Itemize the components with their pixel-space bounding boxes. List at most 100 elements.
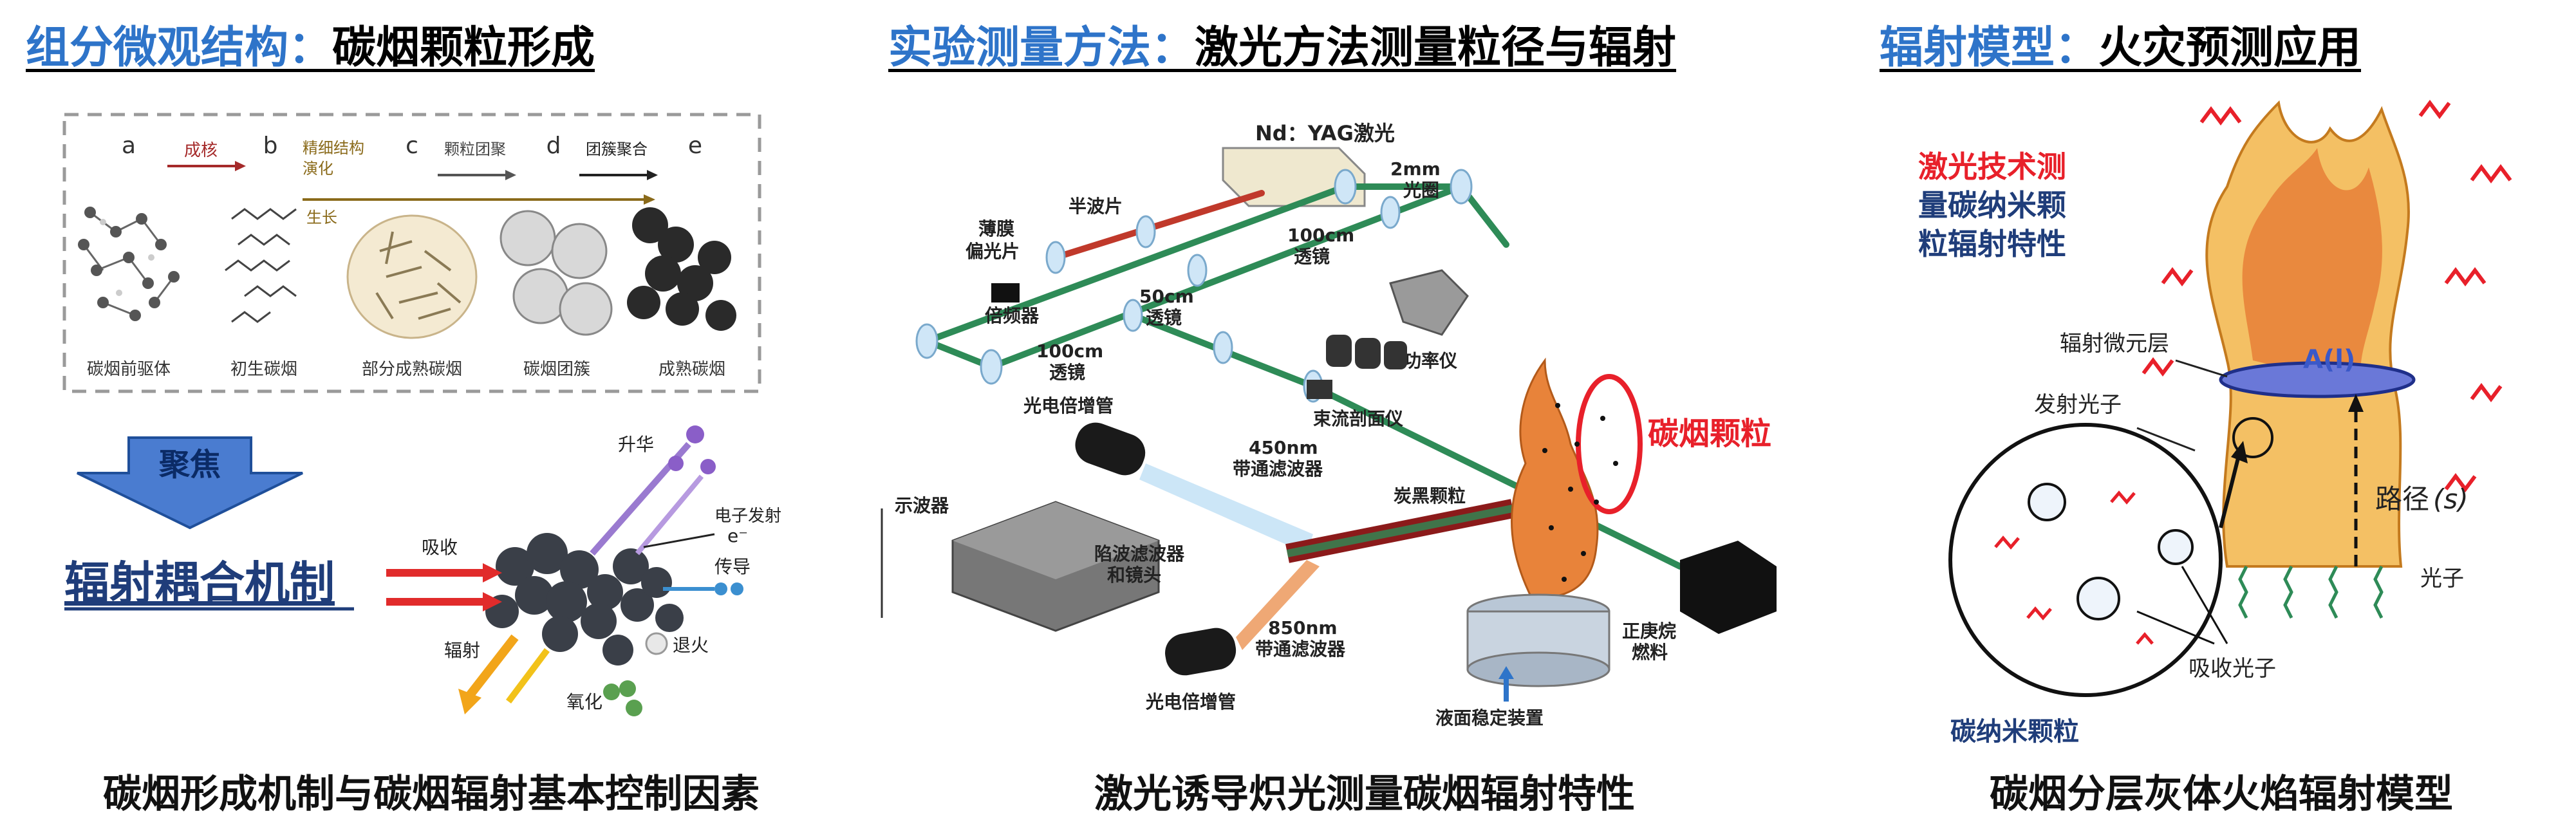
beam-profiler bbox=[1307, 335, 1407, 399]
lens-50cm-label-2: 透镜 bbox=[1146, 307, 1182, 328]
sublimation-path bbox=[590, 425, 716, 556]
path-symbol: (s) bbox=[2433, 483, 2469, 515]
emitted-radiation-waves bbox=[2142, 100, 2512, 492]
path-arrowhead bbox=[2348, 394, 2364, 412]
stage-name-precursor: 碳烟前驱体 bbox=[87, 360, 171, 379]
oscilloscope-top bbox=[953, 502, 1159, 579]
nascent-soot-illustration bbox=[225, 208, 297, 323]
agglomeration-label: 颗粒团聚 bbox=[444, 140, 506, 158]
frequency-doubler bbox=[991, 283, 1020, 303]
sample-region-circle bbox=[2232, 417, 2273, 458]
carbon-black-label: 炭黑颗粒 bbox=[1394, 485, 1466, 507]
conduction-label: 传导 bbox=[714, 556, 751, 577]
nanoparticle-label: 碳纳米颗粒 bbox=[1950, 717, 2079, 747]
filter-450-label-2: 带通滤波器 bbox=[1233, 458, 1323, 480]
aperture-label: 光圈 bbox=[1403, 180, 1439, 201]
annealing-sphere bbox=[645, 632, 668, 655]
photon-label: 光子 bbox=[2420, 566, 2464, 591]
filter-850-label-2: 带通滤波器 bbox=[1255, 638, 1346, 660]
beam-dump bbox=[1680, 541, 1777, 634]
note-line-2: 量碳纳米颗 bbox=[1918, 188, 2066, 223]
stage-letter-c: c bbox=[406, 133, 418, 159]
frequency-doubler-label: 倍频器 bbox=[985, 305, 1040, 326]
emitted-photon-label: 发射光子 bbox=[2034, 392, 2122, 418]
radiation-coupling-mechanism: 辐射耦合机制 bbox=[64, 557, 335, 610]
path-label: 路径 bbox=[2375, 483, 2429, 515]
note-line-3: 粒辐射特性 bbox=[1918, 227, 2066, 261]
mature-soot-illustration bbox=[627, 207, 736, 331]
focus-arrow bbox=[77, 436, 303, 530]
area-symbol: A(l) bbox=[2303, 345, 2355, 375]
filter-450-label-1: 450nm bbox=[1249, 437, 1318, 458]
notch-filter-label-2: 和镜头 bbox=[1107, 564, 1161, 586]
panel-soot-formation: 组分微观结构：碳烟颗粒形成 a b c d e 成核 精细结构 演化 颗粒团聚 … bbox=[0, 0, 863, 838]
radiation-arrows bbox=[458, 634, 550, 714]
absorbed-photon-pointer-2 bbox=[2181, 566, 2228, 644]
lens-100cm-a-label-1: 100cm bbox=[1287, 225, 1354, 246]
pmt-top-light-cone bbox=[1139, 463, 1313, 554]
filter-850-label-1: 850nm bbox=[1268, 617, 1338, 638]
fuel-label-2: 燃料 bbox=[1632, 642, 1668, 663]
panel2-caption: 激光诱导炽光测量碳烟辐射特性 bbox=[1094, 772, 1635, 817]
beam-profiler-label: 束流剖面仪 bbox=[1313, 408, 1404, 429]
soot-clusters-illustration bbox=[499, 210, 613, 336]
note-line-1: 激光技术测 bbox=[1918, 149, 2066, 184]
micro-layer-label: 辐射微元层 bbox=[2060, 331, 2169, 357]
lens-50cm-label-1: 50cm bbox=[1139, 286, 1194, 307]
nucleation-arrowhead bbox=[235, 161, 246, 171]
laser-setup-diagram: Nd：YAG激光 2mm 光圈 半波片 薄膜 偏光片 100cm 透镜 bbox=[881, 121, 1777, 729]
growth-arrowhead bbox=[644, 194, 655, 205]
partially-mature-soot-illustration bbox=[346, 214, 478, 339]
burner-bottom bbox=[1466, 651, 1610, 687]
panel2-title: 实验测量方法：激光方法测量粒径与辐射 bbox=[888, 23, 1677, 73]
fuel-label-1: 正庚烷 bbox=[1622, 620, 1676, 642]
power-meter-label: 功率仪 bbox=[1403, 350, 1458, 371]
stage-letter-d: d bbox=[546, 133, 561, 159]
panel1-title: 组分微观结构：碳烟颗粒形成 bbox=[26, 23, 595, 73]
film-polarizer-label-2: 偏光片 bbox=[966, 241, 1020, 262]
incoming-photon-waves bbox=[2238, 565, 2384, 619]
soot-particles-label: 碳烟颗粒 bbox=[1648, 416, 1771, 452]
soot-dots bbox=[1542, 403, 1618, 582]
lens-100cm-a-label-2: 透镜 bbox=[1294, 246, 1330, 267]
oxidation-label: 氧化 bbox=[566, 691, 602, 712]
stabilizer-arrowhead bbox=[1498, 666, 1514, 679]
optical-lenses bbox=[915, 169, 1473, 403]
stage-letter-e: e bbox=[688, 133, 702, 159]
conduction-arrow bbox=[663, 582, 743, 595]
absorbed-photon-pointer bbox=[2136, 610, 2215, 645]
absorbed-photon-label: 吸收光子 bbox=[2189, 656, 2276, 682]
oscilloscope-label: 示波器 bbox=[895, 495, 949, 516]
panel1-caption: 碳烟形成机制与碳烟辐射基本控制因素 bbox=[103, 772, 760, 817]
electron-emission-arrow bbox=[643, 533, 715, 548]
collection-beam-core bbox=[1286, 505, 1514, 557]
panel-radiation-model: 辐射模型：火灾预测应用 激光技术测 量碳纳米颗 粒辐射特性 A(l) 辐射微元层… bbox=[1867, 0, 2576, 838]
magnify-connector bbox=[2219, 450, 2242, 528]
aperture-size-label: 2mm bbox=[1390, 158, 1441, 180]
radiation-label: 辐射 bbox=[444, 640, 480, 661]
stage-letter-a: a bbox=[122, 133, 136, 159]
nanoparticle-spheres bbox=[2028, 483, 2194, 620]
sublimation-label: 升华 bbox=[618, 434, 654, 455]
flame-core bbox=[2242, 148, 2382, 386]
panel-laser-measurement: 实验测量方法：激光方法测量粒径与辐射 Nd：YAG激光 2mm 光圈 半波片 bbox=[863, 0, 1867, 838]
stage-letter-b: b bbox=[263, 133, 278, 159]
emitted-photon-pointer-2 bbox=[2136, 427, 2196, 452]
stage-name-cluster: 碳烟团簇 bbox=[523, 360, 590, 379]
precursor-molecules-illustration bbox=[78, 207, 180, 321]
micro-layer-pointer bbox=[2175, 359, 2228, 378]
cluster-arrowhead bbox=[647, 170, 658, 180]
cluster-label: 团簇聚合 bbox=[586, 140, 648, 158]
flame-radiation-model-diagram: 激光技术测 量碳纳米颗 粒辐射特性 A(l) 辐射微元层 发射光子 路径 (s) bbox=[1918, 100, 2512, 747]
half-wave-plate-label: 半波片 bbox=[1069, 196, 1123, 217]
stage-name-mature: 成熟碳烟 bbox=[658, 360, 725, 379]
pmt-bottom-light-cone bbox=[1236, 560, 1320, 650]
stage-frame bbox=[62, 113, 761, 393]
flame bbox=[1511, 357, 1599, 600]
growth-label: 生长 bbox=[306, 209, 337, 227]
pmt-bottom-label: 光电倍增管 bbox=[1145, 691, 1236, 712]
lens-100cm-b-label-2: 透镜 bbox=[1049, 362, 1085, 383]
magnify-connector-head bbox=[2231, 441, 2248, 463]
panel3-title: 辐射模型：火灾预测应用 bbox=[1880, 23, 2362, 73]
fine-structure-label-2: 演化 bbox=[303, 160, 333, 178]
